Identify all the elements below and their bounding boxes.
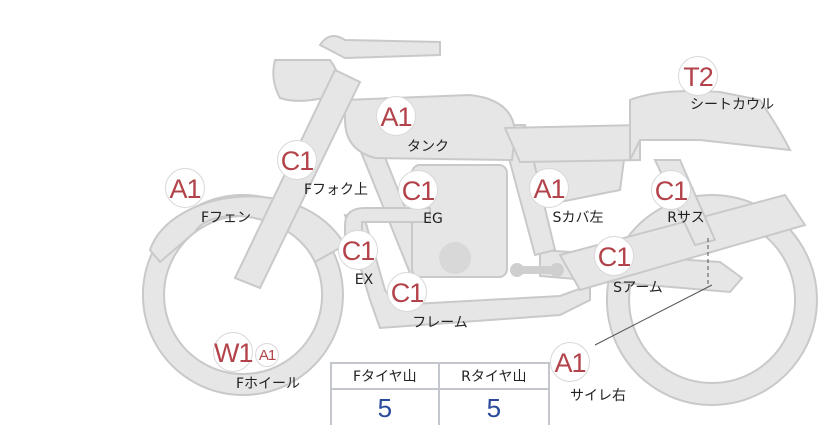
damage-code-side-cover-left: A1 [529,168,569,208]
damage-code-exhaust: C1 [338,230,378,270]
part-label-front-fender: Fフェン [200,210,252,226]
part-label-frame: フレーム [412,315,468,331]
part-label-engine: EG [423,211,443,227]
handlebar [318,35,441,60]
damage-code-seat-cowl: T2 [678,56,718,96]
seat [503,123,641,164]
damage-code-frame: C1 [387,272,427,312]
rear-tire-header: Rタイヤ山 [437,362,551,390]
front-tire-value: 5 [330,388,440,425]
part-label-front-wheel: Fホイール [235,376,301,392]
tire-tread-table: Fタイヤ山 Rタイヤ山 5 5 [330,362,551,425]
part-label-front-fork-upper: Fフォク上 [303,182,369,198]
rear-frame [498,124,557,257]
damage-code-engine: C1 [398,170,438,210]
damage-code-swing-arm: C1 [594,236,634,276]
part-label-tank: タンク [407,139,449,155]
damage-code-muffler-right: A1 [550,342,590,382]
part-label-rear-suspension: Rサス [667,210,705,226]
part-label-side-cover-left: Sカバ左 [552,210,604,226]
damage-code-front-fork-upper: C1 [277,140,317,180]
part-label-muffler-right: サイレ右 [570,388,626,404]
part-label-swing-arm: Sアーム [613,280,663,296]
exhaust-pipe [344,207,431,246]
rear-tire-value: 5 [437,388,551,425]
part-label-seat-cowl: シートカウル [690,97,774,113]
damage-code-front-wheel: W1 [213,332,254,372]
seat-cowl [629,90,792,161]
front-tire-header: Fタイヤ山 [330,362,440,390]
damage-code-front-fender: A1 [165,168,205,208]
damage-code-tank: A1 [376,96,416,136]
part-label-exhaust: EX [354,272,374,288]
damage-code-front-wheel-secondary: A1 [255,343,279,367]
damage-code-rear-suspension: C1 [651,170,691,210]
